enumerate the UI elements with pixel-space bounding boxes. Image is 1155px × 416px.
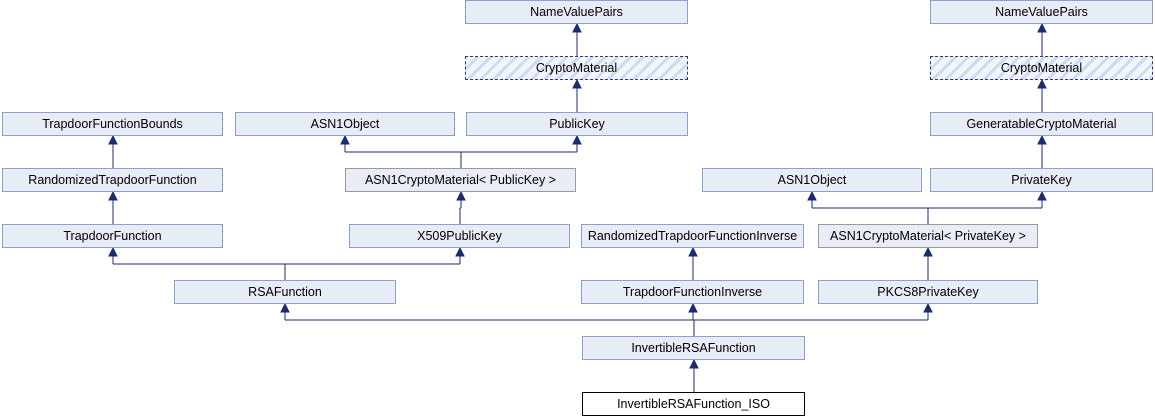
class-node-label: RSAFunction (248, 285, 322, 299)
class-node-asn1_left[interactable]: ASN1Object (235, 112, 455, 136)
class-node-asn1_right[interactable]: ASN1Object (702, 168, 922, 192)
class-node-label: CryptoMaterial (535, 61, 618, 75)
class-node-cm_right[interactable]: CryptoMaterial (930, 56, 1153, 80)
class-node-rsafn[interactable]: RSAFunction (174, 280, 396, 304)
class-node-asn1cm_pub[interactable]: ASN1CryptoMaterial< PublicKey > (345, 168, 576, 192)
class-node-label: GeneratableCryptoMaterial (966, 117, 1117, 131)
class-node-label: ASN1Object (777, 173, 847, 187)
class-node-gencm[interactable]: GeneratableCryptoMaterial (930, 112, 1153, 136)
class-node-irsa[interactable]: InvertibleRSAFunction (582, 336, 805, 360)
class-node-irsa_iso[interactable]: InvertibleRSAFunction_ISO (582, 392, 805, 416)
class-node-label: InvertibleRSAFunction_ISO (617, 397, 770, 411)
class-node-label: PKCS8PrivateKey (877, 285, 979, 299)
class-node-tfi[interactable]: TrapdoorFunctionInverse (581, 280, 804, 304)
class-node-label: CryptoMaterial (1000, 61, 1083, 75)
class-node-tf[interactable]: TrapdoorFunction (2, 224, 223, 248)
class-node-x509[interactable]: X509PublicKey (349, 224, 570, 248)
class-node-label: X509PublicKey (417, 229, 502, 243)
class-node-label: ASN1CryptoMaterial< PublicKey > (364, 173, 557, 187)
class-node-label: NameValuePairs (995, 5, 1088, 19)
class-node-rtf[interactable]: RandomizedTrapdoorFunction (2, 168, 223, 192)
class-node-rtfi[interactable]: RandomizedTrapdoorFunctionInverse (581, 224, 804, 248)
class-node-label: InvertibleRSAFunction (631, 341, 756, 355)
class-node-nvp_right[interactable]: NameValuePairs (930, 0, 1153, 24)
class-node-label: TrapdoorFunctionBounds (42, 117, 183, 131)
class-node-label: ASN1CryptoMaterial< PrivateKey > (830, 229, 1026, 243)
class-node-label: TrapdoorFunction (63, 229, 162, 243)
class-node-cm_left[interactable]: CryptoMaterial (465, 56, 688, 80)
class-node-label: PrivateKey (1011, 173, 1072, 187)
class-node-nvp_left[interactable]: NameValuePairs (465, 0, 688, 24)
class-node-pubkey[interactable]: PublicKey (466, 112, 688, 136)
class-node-label: TrapdoorFunctionInverse (622, 285, 763, 299)
class-node-label: PublicKey (549, 117, 605, 131)
class-node-label: ASN1Object (310, 117, 380, 131)
class-node-label: RandomizedTrapdoorFunctionInverse (587, 229, 798, 243)
class-node-label: NameValuePairs (530, 5, 623, 19)
class-node-privkey[interactable]: PrivateKey (930, 168, 1153, 192)
class-node-asn1cm_pri[interactable]: ASN1CryptoMaterial< PrivateKey > (818, 224, 1038, 248)
class-node-tfb[interactable]: TrapdoorFunctionBounds (2, 112, 223, 136)
class-node-label: RandomizedTrapdoorFunction (28, 173, 197, 187)
class-node-pkcs8[interactable]: PKCS8PrivateKey (818, 280, 1038, 304)
